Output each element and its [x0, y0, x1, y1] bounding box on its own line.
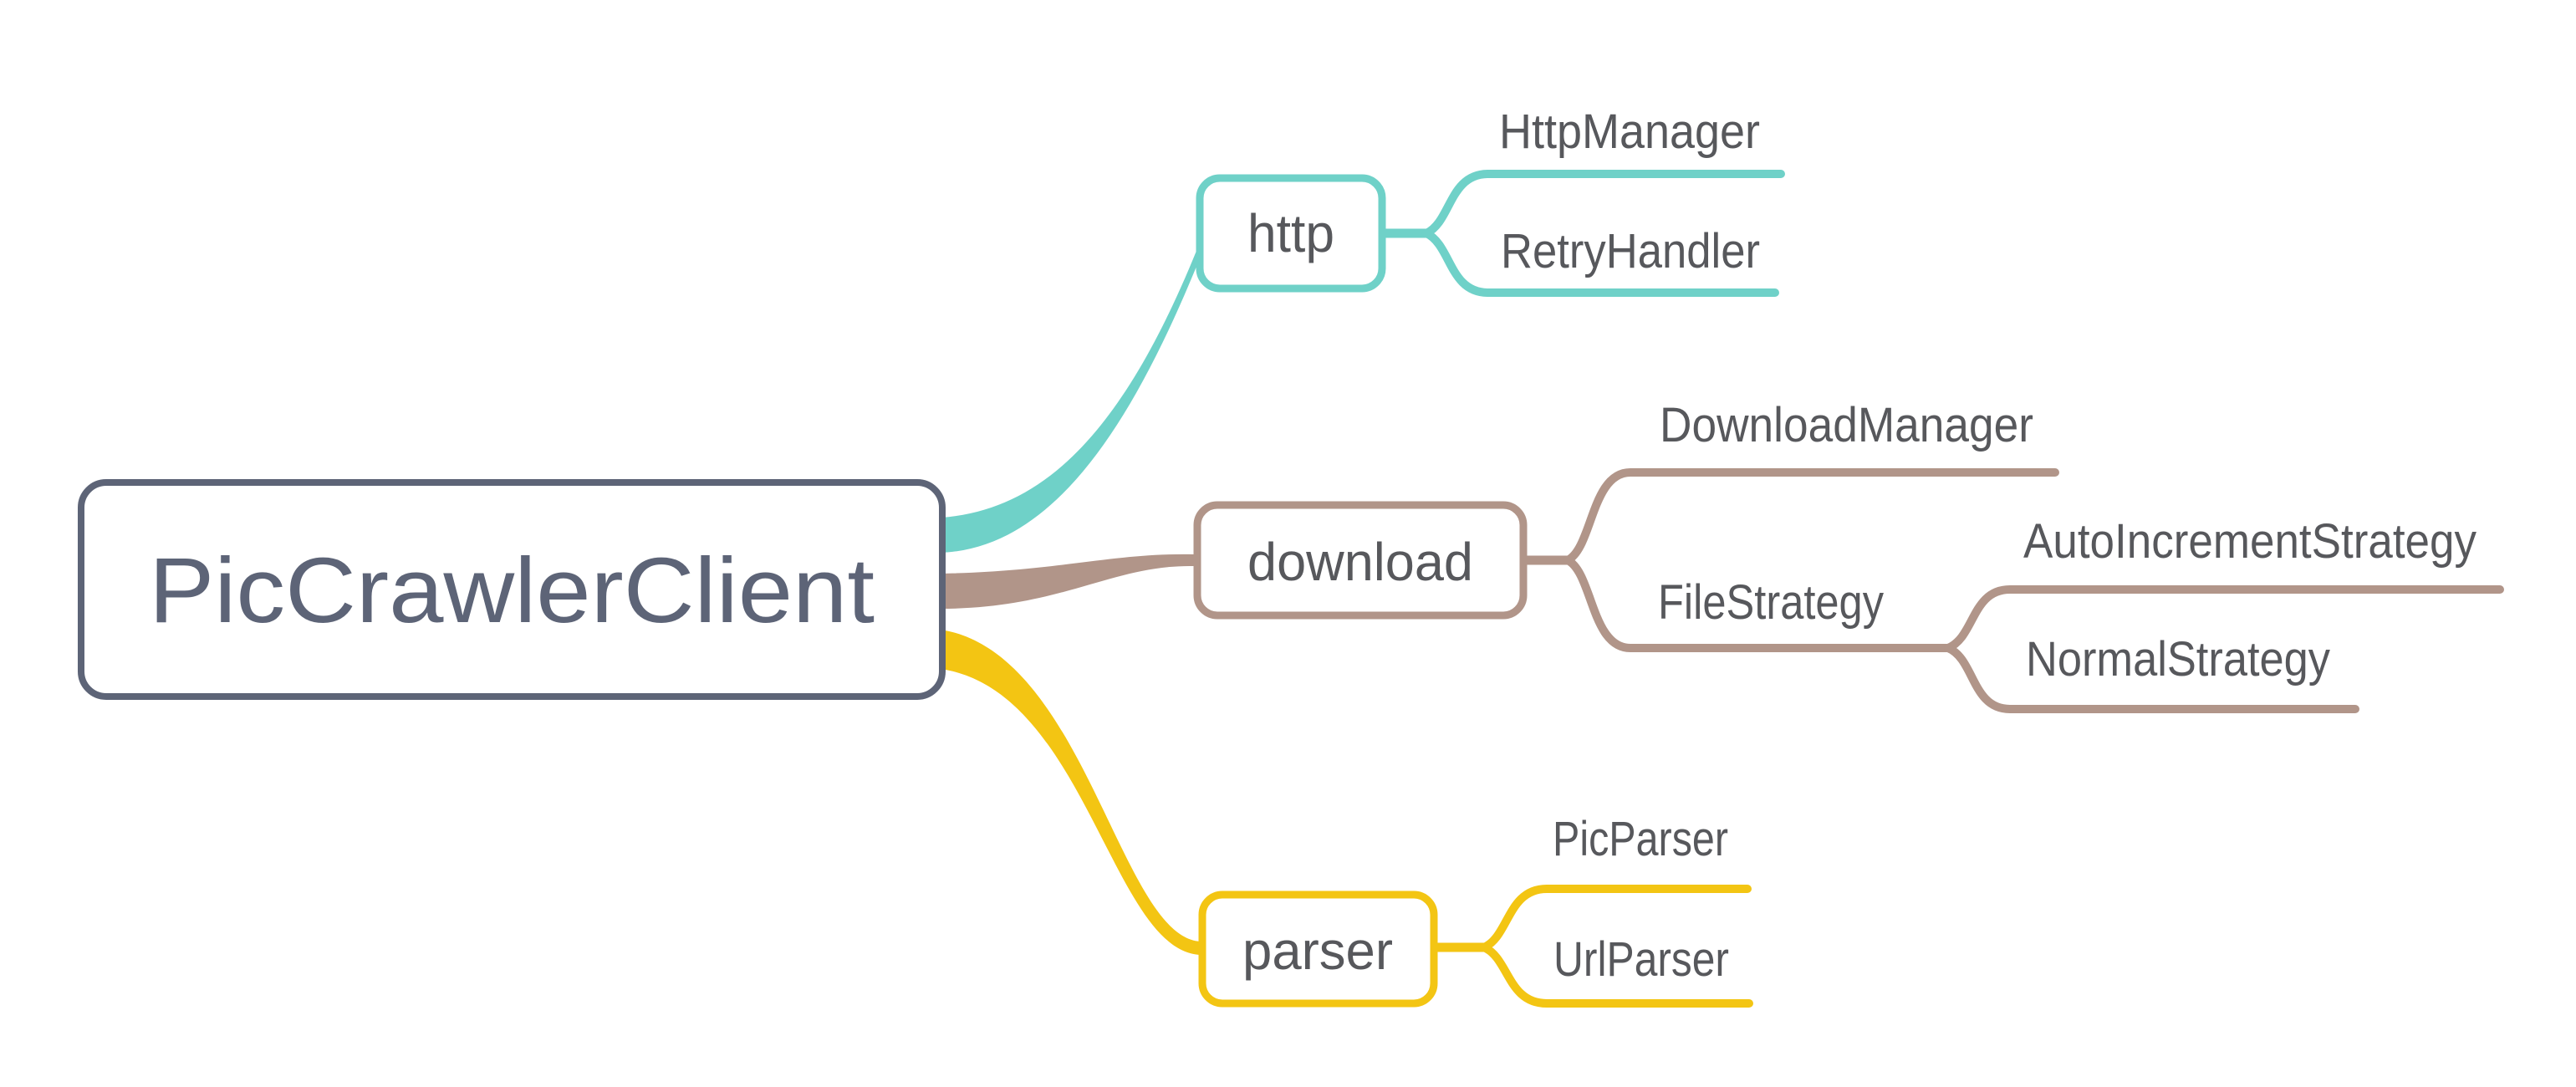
urlparser-branch-line	[1480, 943, 1753, 1008]
root-to-http-branch	[941, 238, 1201, 553]
httpmanager-label[interactable]: HttpManager	[1499, 105, 1760, 159]
branch-http-group: http HttpManager RetryHandler	[1196, 105, 1785, 297]
branch-download-group: download DownloadManager FileStrategy Au…	[1193, 398, 2504, 713]
download-node-box[interactable]	[1193, 501, 1528, 620]
http-node-box[interactable]	[1196, 174, 1386, 293]
httpmanager-branch-line	[1422, 170, 1785, 237]
retryhandler-label[interactable]: RetryHandler	[1501, 224, 1760, 278]
parser-node-label[interactable]: parser	[1242, 921, 1393, 981]
normalstrategy-label[interactable]: NormalStrategy	[2026, 632, 2330, 686]
root-to-download-branch	[941, 554, 1194, 609]
root-node-label[interactable]: PicCrawlerClient	[149, 539, 875, 642]
downloadmanager-label[interactable]: DownloadManager	[1660, 398, 2033, 452]
root-to-parser-branch	[941, 630, 1202, 955]
retryhandler-branch-line	[1422, 229, 1779, 297]
parser-node-box[interactable]	[1198, 891, 1438, 1008]
download-node-label[interactable]: download	[1247, 532, 1473, 592]
filestrategy-branch-line	[1563, 556, 1952, 652]
root-node-group: PicCrawlerClient	[78, 479, 946, 700]
normalstrategy-branch-line	[1944, 644, 2359, 713]
http-node-label[interactable]: http	[1247, 203, 1334, 263]
downloadmanager-branch-line	[1563, 468, 2059, 564]
filestrategy-label[interactable]: FileStrategy	[1658, 575, 1884, 630]
autoincrementstrategy-label[interactable]: AutoIncrementStrategy	[2023, 514, 2477, 569]
picparser-label[interactable]: PicParser	[1553, 812, 1728, 866]
branch-parser-group: parser PicParser UrlParser	[1198, 812, 1753, 1008]
urlparser-label[interactable]: UrlParser	[1553, 932, 1729, 987]
picparser-branch-line	[1480, 885, 1752, 952]
autoincrementstrategy-branch-line	[1944, 585, 2504, 652]
root-node-box[interactable]	[78, 479, 946, 700]
